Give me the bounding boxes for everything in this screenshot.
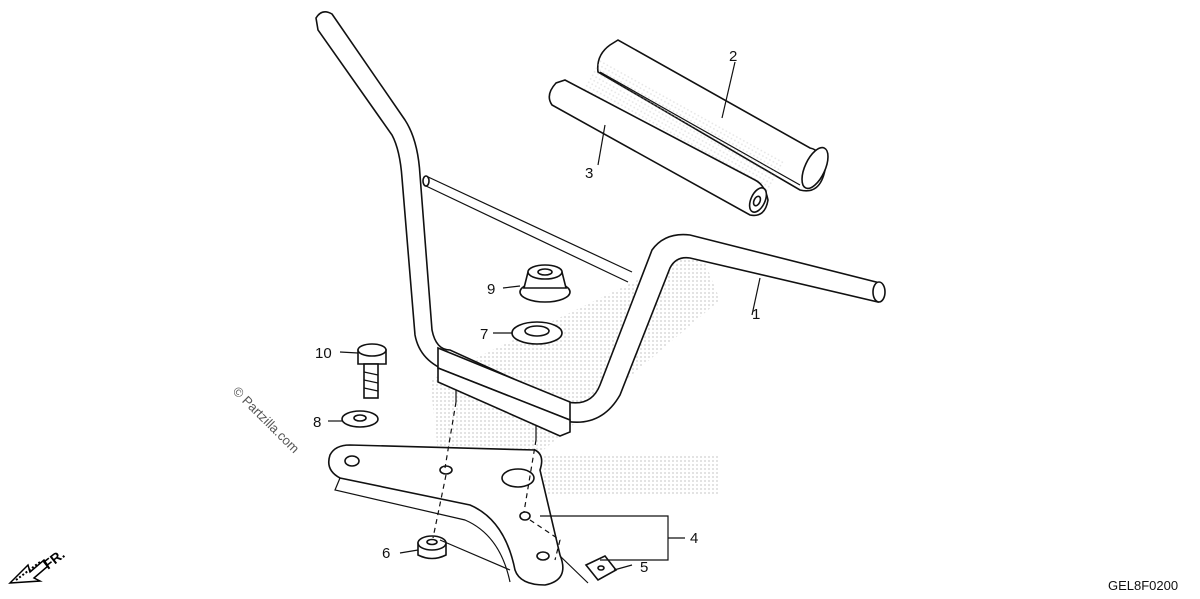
callout-8[interactable]: 8 (313, 414, 321, 431)
callout-3[interactable]: 3 (585, 165, 593, 182)
callout-10[interactable]: 10 (315, 345, 332, 362)
callout-4[interactable]: 4 (690, 530, 698, 547)
leader-lines (328, 61, 761, 571)
callout-1[interactable]: 1 (752, 306, 760, 323)
lower-flange-nut-part[interactable] (417, 535, 447, 560)
assembly-guide-lines (432, 401, 589, 584)
small-washer-part[interactable] (341, 410, 379, 428)
handlebar-pad-part[interactable] (580, 39, 834, 197)
clamp-block-part (437, 346, 571, 440)
flange-nut-part[interactable] (519, 264, 571, 303)
callout-labels: 1 2 3 4 5 6 7 8 9 10 (313, 48, 760, 576)
handlebar-part[interactable] (315, 10, 886, 424)
diagram-code: GEL8F0200 (1108, 578, 1178, 593)
callout-5[interactable]: 5 (640, 559, 648, 576)
callout-2[interactable]: 2 (729, 48, 737, 65)
callout-6[interactable]: 6 (382, 545, 390, 562)
callout-9[interactable]: 9 (487, 281, 495, 298)
front-direction-indicator: FR. (8, 546, 68, 584)
handlebar-holder-plate-part[interactable] (327, 444, 564, 586)
partzilla-watermark: © Partzilla.com (230, 384, 303, 457)
washer-part[interactable] (511, 321, 563, 345)
bolt-part[interactable] (357, 343, 387, 399)
callout-7[interactable]: 7 (480, 326, 488, 343)
foam-tube-part[interactable] (548, 79, 770, 217)
